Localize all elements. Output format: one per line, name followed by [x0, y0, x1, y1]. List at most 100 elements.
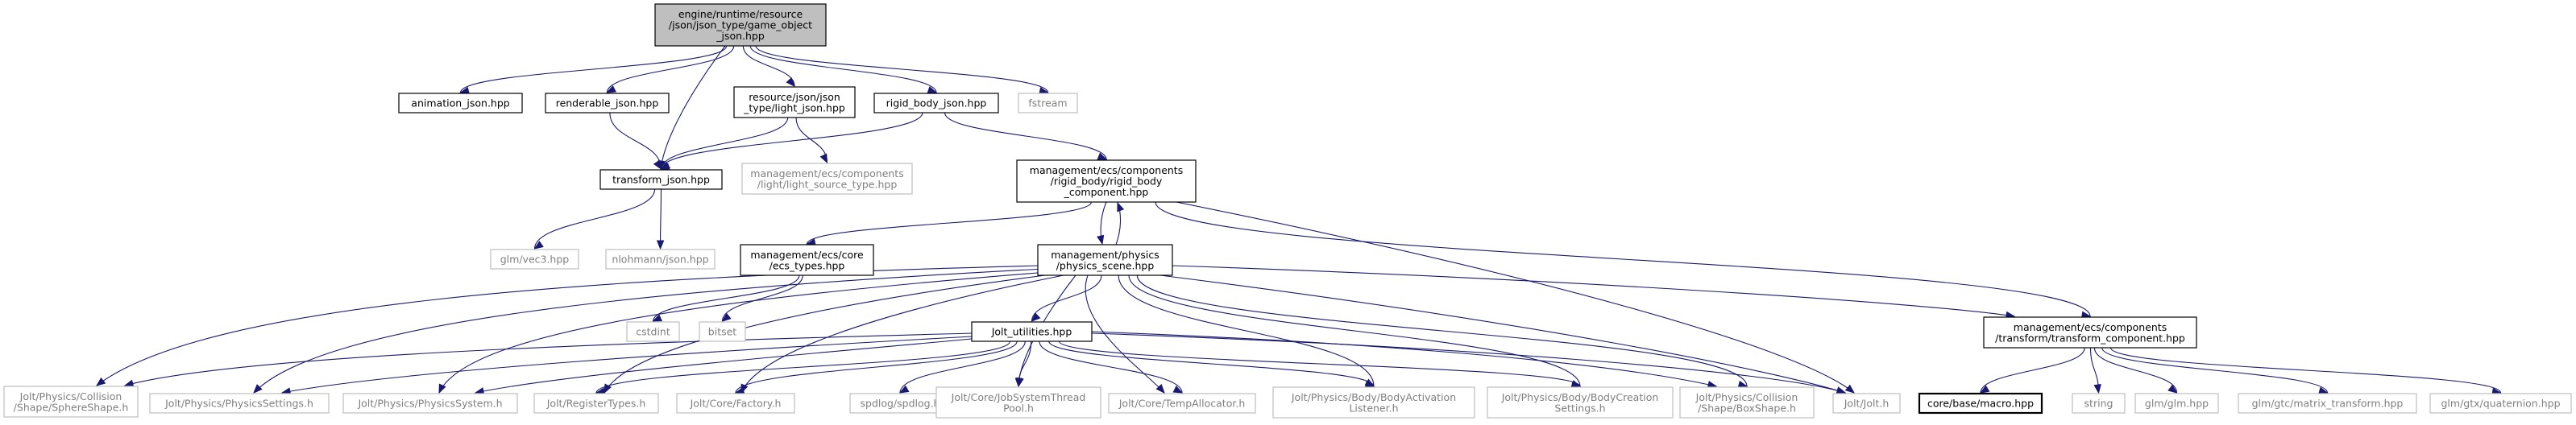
node-box	[699, 321, 746, 342]
edge-jolt_util-to-phys_settings	[280, 336, 973, 395]
node-label-line: Jolt/Physics/PhysicsSettings.h	[164, 398, 313, 410]
node-box	[605, 249, 716, 270]
edge-physics_scene-to-phys_system	[438, 271, 1048, 394]
node-boxshape: Jolt/Physics/Collision/Shape/BoxShape.h	[1679, 386, 1815, 419]
node-label-line: Listener.h	[1349, 402, 1398, 414]
node-macro[interactable]: core/base/macro.hpp	[1918, 392, 2043, 415]
edge-jolt_util-to-sphere	[123, 332, 973, 387]
node-label-line: Jolt/RegisterTypes.h	[546, 398, 646, 410]
node-ecs-types[interactable]: management/ecs/core/ecs_types.hpp	[740, 244, 874, 276]
node-box	[1983, 316, 2197, 349]
edge-transform_comp-to-quat	[2109, 347, 2502, 395]
node-box	[1272, 386, 1475, 419]
edge-physics_scene-to-transform_comp	[1172, 265, 2016, 320]
edge-transform_json-to-vec3	[533, 188, 656, 250]
node-label-line: string	[2084, 398, 2113, 410]
node-label-line: /json/json_type/game_object	[669, 19, 812, 31]
node-box	[2072, 393, 2126, 414]
node-spdlog: spdlog/spdlog.h	[849, 393, 951, 414]
node-box	[873, 93, 999, 113]
node-rigid-json[interactable]: rigid_body_json.hpp	[873, 93, 999, 113]
node-game-object[interactable]: engine/runtime/resource/json/json_type/g…	[654, 3, 827, 47]
edge-rigid_comp-to-transform_comp	[1155, 201, 2092, 319]
node-box	[1679, 386, 1815, 419]
node-label-line: resource/json/json	[749, 91, 840, 103]
node-box	[849, 393, 951, 414]
node-box	[490, 249, 579, 270]
node-label-line: bitset	[708, 326, 737, 338]
edge-renderable-to-transform_json	[609, 112, 662, 171]
node-box	[398, 93, 523, 113]
node-box	[2134, 393, 2219, 414]
edge-transform_comp-to-string	[2089, 347, 2101, 394]
node-label-line: fstream	[1028, 97, 1067, 109]
node-label-line: glm/vec3.hpp	[500, 254, 570, 266]
node-label-line: management/ecs/components	[1030, 164, 1183, 176]
edge-game_object-to-rigid_json	[749, 45, 938, 94]
edge-layer	[95, 45, 2502, 395]
node-jolt-h: Jolt/Jolt.h	[1832, 393, 1901, 414]
node-box	[2238, 393, 2417, 414]
node-cstdint: cstdint	[626, 321, 680, 342]
node-box	[1108, 393, 1256, 414]
node-box	[1016, 159, 1197, 203]
node-renderable[interactable]: renderable_json.hpp	[545, 93, 670, 113]
node-label-line: Pool.h	[1003, 402, 1034, 414]
node-layer: engine/runtime/resource/json/json_type/g…	[3, 3, 2572, 419]
edge-rigid_comp-to-ecs_types	[806, 201, 1092, 246]
node-box	[599, 169, 723, 190]
edge-ecs_types-to-bitset	[721, 274, 803, 322]
node-label-line: Jolt/Core/JobSystemThread	[951, 391, 1086, 403]
node-register: Jolt/RegisterTypes.h	[533, 393, 659, 414]
node-label-line: Jolt/Physics/Collision	[19, 390, 122, 402]
node-factory: Jolt/Core/Factory.h	[676, 393, 795, 414]
node-box	[1037, 244, 1173, 276]
edge-jolt_util-to-tempalloc	[1039, 340, 1184, 394]
node-label-line: management/ecs/components	[750, 167, 903, 179]
node-label-line: glm/gtx/quaternion.hpp	[2441, 398, 2561, 410]
edge-physics_scene-to-phys_settings	[253, 268, 1045, 394]
edge-rigid_comp-to-physics_scene	[1097, 201, 1107, 246]
node-glm: glm/glm.hpp	[2134, 393, 2219, 414]
node-label-line: /Shape/SphereShape.h	[14, 401, 129, 413]
node-label-line: glm/gtc/matrix_transform.hpp	[2252, 398, 2404, 410]
node-label-line: Jolt/Physics/Collision	[1695, 391, 1798, 403]
node-jolt-util[interactable]: Jolt_utilities.hpp	[971, 321, 1093, 342]
node-rigid-comp[interactable]: management/ecs/components/rigid_body/rig…	[1016, 159, 1197, 203]
node-box	[1018, 93, 1078, 113]
node-box	[545, 93, 670, 113]
node-label-line: /transform/transform_component.hpp	[1995, 332, 2185, 344]
node-label-line: core/base/macro.hpp	[1927, 398, 2034, 410]
node-light-json[interactable]: resource/json/json_type/light_json.hpp	[733, 86, 856, 118]
node-quat: glm/gtx/quaternion.hpp	[2429, 393, 2572, 414]
edge-physics_scene-to-rigid_comp	[1115, 201, 1125, 246]
node-label-line: _json.hpp	[716, 30, 765, 42]
node-label-line: Jolt/Jolt.h	[1844, 398, 1889, 410]
node-label-line: Jolt/Physics/Body/BodyCreation	[1501, 391, 1659, 403]
edge-game_object-to-animation	[459, 45, 728, 95]
node-box	[342, 393, 518, 414]
node-label-line: animation_json.hpp	[411, 97, 509, 109]
node-box	[2429, 393, 2572, 414]
node-phys-settings: Jolt/Physics/PhysicsSettings.h	[149, 393, 330, 414]
node-transform-comp[interactable]: management/ecs/components/transform/tran…	[1983, 316, 2197, 349]
edge-physics_scene-to-bodyact	[1118, 274, 1375, 387]
edge-transform_json-to-nlohmann	[656, 188, 665, 250]
node-light-source: management/ecs/components/light/light_so…	[741, 163, 913, 195]
node-animation[interactable]: animation_json.hpp	[398, 93, 523, 113]
node-transform-json[interactable]: transform_json.hpp	[599, 169, 723, 190]
node-label-line: management/physics	[1051, 249, 1159, 261]
node-label-line: spdlog/spdlog.h	[861, 398, 940, 410]
node-label-line: /light/light_source_type.hpp	[757, 178, 898, 190]
node-physics-scene[interactable]: management/physics/physics_scene.hpp	[1037, 244, 1173, 276]
node-box	[533, 393, 659, 414]
edge-ecs_types-to-cstdint	[652, 274, 800, 322]
node-bodyact: Jolt/Physics/Body/BodyActivationListener…	[1272, 386, 1475, 419]
node-label-line: rigid_body_json.hpp	[886, 97, 987, 109]
node-label-line: Jolt/Core/TempAllocator.h	[1118, 398, 1246, 410]
node-box	[935, 386, 1101, 419]
node-tempalloc: Jolt/Core/TempAllocator.h	[1108, 393, 1256, 414]
node-label-line: nlohmann/json.hpp	[612, 254, 708, 266]
